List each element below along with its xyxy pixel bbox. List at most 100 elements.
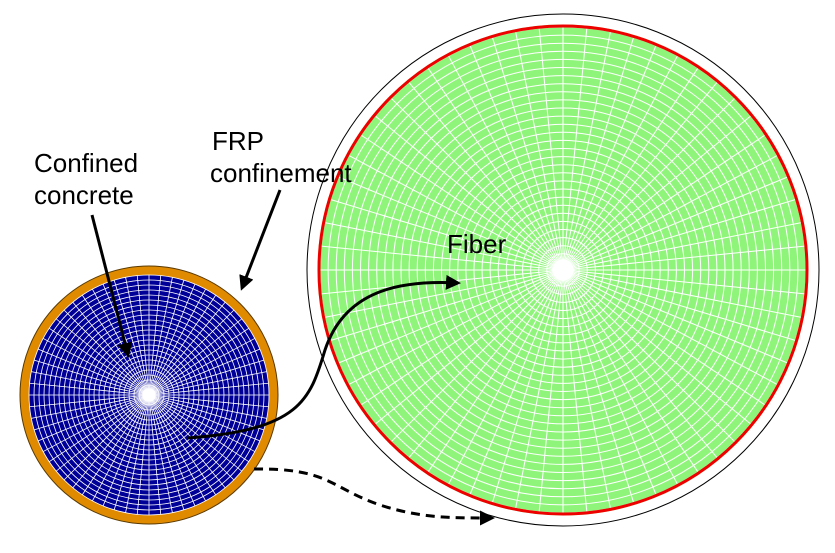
mesh-radial-line [469,269,564,495]
mesh-radial-line [148,394,243,472]
mesh-radial-line [29,394,150,408]
mesh-radial-line [63,309,150,396]
mesh-radial-line [562,97,736,271]
mesh-radial-line [55,318,150,396]
mesh-radial-line [338,176,564,271]
mesh-radial-line [538,28,564,271]
mesh-radial-line [37,348,150,396]
mesh-radial-line [562,198,796,271]
mesh-radial-line [92,394,150,502]
mesh-radial-line [562,28,588,271]
mesh-radial-line [102,394,150,507]
mesh-radial-line [81,295,150,396]
mesh-radial-line [562,55,678,271]
mesh-radial-line [562,269,611,509]
mesh-radial-line [515,31,564,271]
mesh-radial-line [348,155,564,271]
mesh-radial-line [148,348,261,396]
mesh-radial-line [562,269,778,385]
mesh-radial-line [148,394,196,507]
mesh-radial-line [562,269,635,503]
fiber-label: Fiber [447,229,507,259]
mesh-radial-line [562,269,752,425]
mesh-radial-line [148,394,261,442]
fiber-section-mesh [319,26,807,514]
mesh-radial-line [469,45,564,271]
mesh-radial-line [37,394,150,442]
frp-label-line2: confinement [210,158,352,188]
mesh-radial-line [148,394,217,495]
mesh-radial-line [148,394,185,510]
mesh-radial-line [562,31,611,271]
mesh-radial-line [148,394,173,513]
mesh-radial-line [55,394,150,472]
mesh-radial-line [148,301,226,396]
mesh-radial-line [374,269,564,425]
mesh-radial-line [448,55,564,271]
mesh-radial-line [538,269,564,512]
boundary-mapping-dashed-arrow [253,467,495,526]
mesh-radial-line [148,394,256,452]
confined-concrete-label-line1: Confined [34,148,138,178]
mesh-radial-line [72,394,150,489]
mesh-radial-line [374,115,564,271]
mesh-radial-line [330,269,564,342]
mesh-radial-line [148,371,267,396]
mesh-radial-line [562,37,635,271]
mesh-radial-line [348,269,564,385]
mesh-radial-line [148,309,235,396]
mesh-radial-line [148,394,226,489]
mesh-radial-line [408,81,564,271]
mesh-radial-line [562,269,802,318]
mesh-radial-line [562,269,788,364]
mesh-radial-line [63,394,150,481]
mesh-radial-line [29,382,150,396]
mesh-radial-line [148,382,269,396]
confined-concrete-arrow [90,214,133,358]
mesh-radial-line [113,280,150,396]
mesh-radial-line [390,269,564,443]
mesh-radial-line [72,301,150,396]
mesh-radial-line [562,269,718,459]
mesh-radial-line [148,277,173,396]
mesh-radial-line [148,359,264,396]
mesh-radial-line [562,269,766,406]
mesh-radial-line [562,269,678,485]
mesh-radial-line [321,245,564,271]
mesh-radial-line [42,338,150,396]
mesh-radial-line [491,37,564,271]
mesh-radial-line [136,394,150,515]
mesh-radial-line [562,222,802,271]
frp-label-line1: FRP [212,126,264,156]
mesh-radial-line [49,394,150,463]
mesh-radial-line [330,198,564,271]
mesh-radial-line [148,394,206,502]
mesh-radial-line [562,115,752,271]
mesh-radial-line [148,283,196,396]
mesh-radial-line [125,277,150,396]
mesh-radial-line [390,97,564,271]
mesh-radial-line [148,275,162,396]
large-section-outline [306,13,820,527]
mesh-radial-line [31,394,150,419]
mesh-radial-line [148,295,217,396]
mesh-radial-line [148,327,249,396]
mesh-radial-line [562,81,718,271]
mesh-radial-line [562,45,657,271]
mesh-radial-line [148,318,243,396]
mesh-radial-line [562,269,736,443]
mesh-radial-line [102,283,150,396]
mesh-radial-line [148,338,256,396]
mesh-radial-line [562,269,796,342]
mesh-center [142,388,156,402]
mesh-radial-line [448,269,564,485]
mesh-radial-line [148,394,267,419]
mesh-radial-line [324,269,564,318]
mesh-radial-line [562,155,778,271]
mesh-radial-line [49,327,150,396]
mesh-radial-line [562,67,699,271]
confined-concrete-mesh [28,274,270,516]
mesh-radial-line [113,394,150,510]
confined-concrete-label-line2: concrete [34,180,134,210]
